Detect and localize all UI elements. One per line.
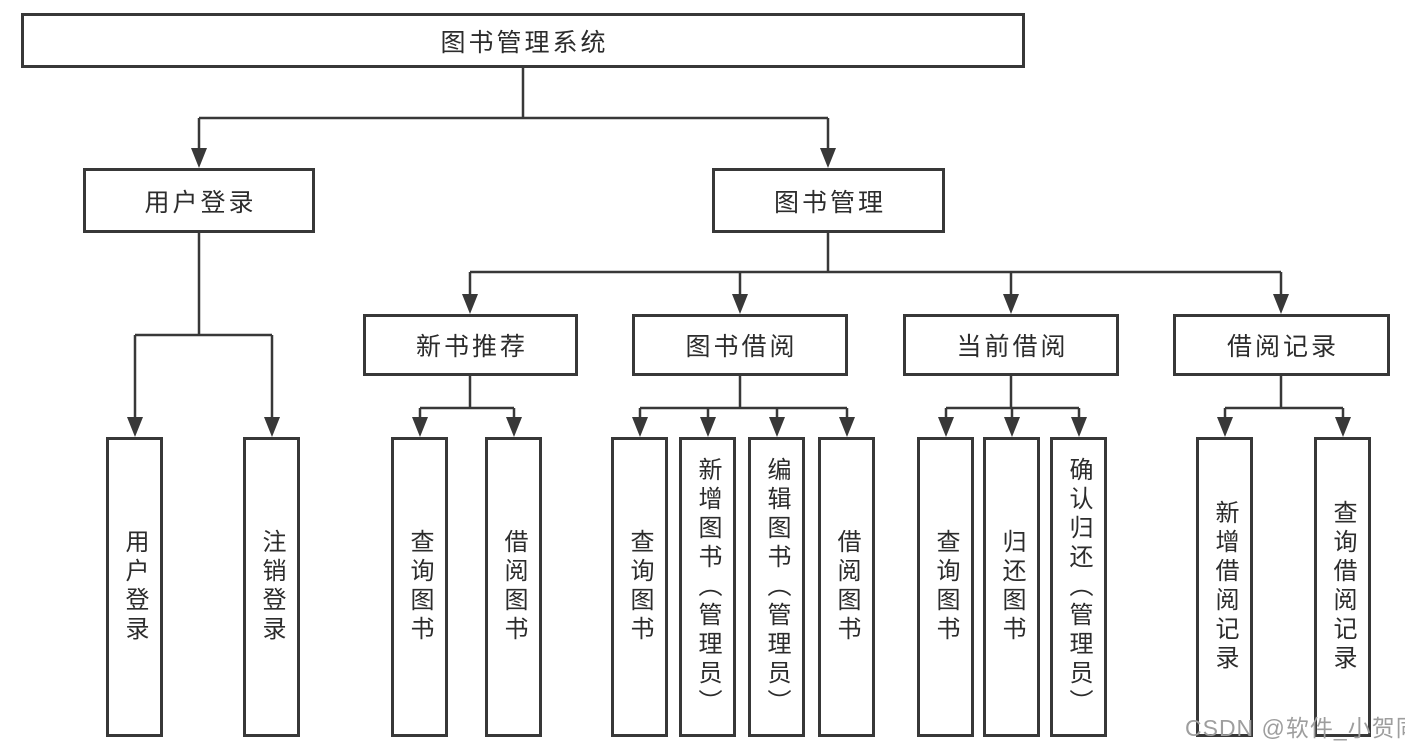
leaf-user-login: 用户登录 [106,437,163,737]
node-label: 查询图书 [932,529,959,645]
node-book-management: 图书管理 [712,168,945,233]
node-label: 新增借阅记录 [1211,500,1238,674]
node-user-login: 用户登录 [83,168,315,233]
node-label: 借阅记录 [1226,333,1339,361]
node-label: 查询借阅记录 [1329,500,1356,674]
node-label: 确认归还（管理员） [1065,456,1092,718]
leaf-current-return-books: 归还图书 [983,437,1040,737]
node-label: 用户登录 [121,529,148,645]
node-label: 新书推荐 [415,333,528,361]
node-new-book-recommend: 新书推荐 [363,314,578,376]
node-label: 编辑图书（管理员） [763,456,790,718]
node-borrow-record: 借阅记录 [1173,314,1390,376]
node-book-borrow: 图书借阅 [632,314,848,376]
node-label: 注销登录 [258,529,285,645]
watermark: CSDN @软件_小贺同学 [1185,715,1405,741]
node-label: 图书管理系统 [440,28,609,57]
leaf-current-confirm-return-admin: 确认归还（管理员） [1050,437,1107,737]
leaf-logout: 注销登录 [243,437,300,737]
leaf-borrow-borrow-books: 借阅图书 [818,437,875,737]
leaf-current-query-books: 查询图书 [917,437,974,737]
node-label: 查询图书 [626,529,653,645]
node-label: 归还图书 [998,529,1025,645]
node-label: 借阅图书 [500,529,527,645]
node-root-system: 图书管理系统 [21,13,1025,68]
node-label: 图书管理 [773,188,886,217]
leaf-newbook-query-books: 查询图书 [391,437,448,737]
leaf-borrow-edit-books-admin: 编辑图书（管理员） [748,437,805,737]
node-label: 当前借阅 [956,333,1069,361]
node-label: 新增图书（管理员） [694,456,721,718]
leaf-record-add-borrow-record: 新增借阅记录 [1196,437,1253,737]
node-label: 借阅图书 [833,529,860,645]
connector-path [133,68,1345,421]
leaf-borrow-query-books: 查询图书 [611,437,668,737]
node-label: 用户登录 [144,188,257,217]
leaf-newbook-borrow-books: 借阅图书 [485,437,542,737]
node-current-borrow: 当前借阅 [903,314,1119,376]
node-label: 图书借阅 [685,333,798,361]
leaf-record-query-borrow-record: 查询借阅记录 [1314,437,1371,737]
leaf-borrow-add-books-admin: 新增图书（管理员） [679,437,736,737]
node-label: 查询图书 [406,529,433,645]
arrow-down-icons [127,148,1351,437]
